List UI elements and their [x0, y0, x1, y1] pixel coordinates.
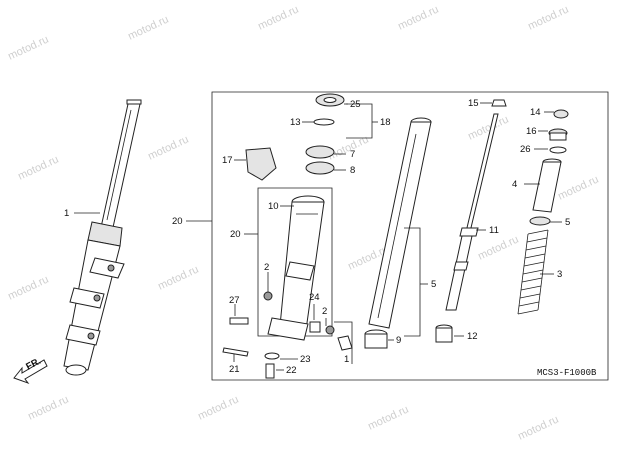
part-10-bushing — [364, 329, 388, 349]
part-9-bushing — [305, 161, 335, 175]
watermark: motod.ru — [26, 393, 70, 422]
watermark: motod.ru — [476, 233, 520, 262]
callout-12: 11 — [489, 225, 499, 236]
part-12-damper-rod — [445, 113, 499, 311]
callout-6: 5 — [565, 217, 570, 228]
watermark: motod.ru — [16, 153, 60, 182]
callout-24: 23 — [300, 354, 311, 365]
part-6-washer — [529, 216, 551, 226]
part-26-seal — [315, 93, 345, 107]
callout-3: 1 — [64, 208, 69, 219]
callout-25: 24 — [309, 292, 320, 303]
callout-9: 8 — [350, 165, 355, 176]
watermark: motod.ru — [126, 13, 170, 42]
part-14-ring — [313, 118, 335, 126]
callout-8: 7 — [350, 149, 355, 160]
part-16-nut — [491, 99, 507, 107]
part-25-collar — [309, 321, 321, 333]
watermark: motod.ru — [396, 3, 440, 32]
callout-26: 25 — [350, 99, 361, 110]
part-2-bolt — [263, 291, 273, 301]
callout-16: 15 — [468, 98, 479, 109]
part-2-bolt — [325, 325, 335, 335]
part-3-fork-assembly — [63, 99, 142, 376]
watermark: motod.ru — [6, 33, 50, 62]
callout-17: 16 — [526, 126, 537, 137]
part-18-cover — [245, 147, 277, 181]
part-22-bolt — [222, 347, 249, 357]
part-7-fork-tube — [368, 117, 432, 329]
callout-15: 14 — [530, 107, 541, 118]
callout-19: 18 — [380, 117, 391, 128]
part-1-pin — [337, 335, 353, 351]
watermark: motod.ru — [256, 3, 300, 32]
part-17-fork-bolt — [548, 128, 568, 141]
part-28-bolt — [229, 317, 249, 325]
part-15-cap — [553, 109, 569, 119]
callout-1: 1 — [344, 354, 349, 365]
watermark: motod.ru — [516, 413, 560, 442]
watermark: motod.ru — [526, 3, 570, 32]
callout-10: 9 — [396, 335, 401, 346]
callout-5: 4 — [512, 179, 517, 190]
watermark: motod.ru — [196, 393, 240, 422]
front-direction-arrow: FR. — [13, 356, 48, 385]
part-11-fork-slider — [267, 195, 325, 341]
watermark: motod.ru — [556, 173, 600, 202]
part-13-piece — [435, 324, 453, 343]
diagram-code: MCS3-F1000B — [537, 368, 597, 378]
callout-7: 5 — [431, 279, 436, 290]
part-27-o-ring — [549, 146, 567, 154]
callout-4: 3 — [557, 269, 562, 280]
callout-2b: 2 — [322, 306, 327, 317]
part-23-bolt — [265, 363, 275, 379]
watermark: motod.ru — [6, 273, 50, 302]
part-8-oil-seal — [305, 145, 335, 159]
callout-13: 12 — [467, 331, 478, 342]
bracket-19 — [346, 103, 373, 139]
callout-2a: 2 — [264, 262, 269, 273]
callout-11: 10 — [268, 201, 279, 212]
callout-18: 17 — [222, 155, 233, 166]
watermark: motod.ru — [156, 263, 200, 292]
part-24-washer — [264, 352, 280, 360]
sub-frame-21 — [257, 187, 333, 337]
part-4-fork-spring — [517, 229, 549, 315]
part-5-spacer — [532, 158, 562, 213]
callout-21: 20 — [230, 229, 241, 240]
callout-14: 13 — [290, 117, 301, 128]
assembly-frame — [211, 91, 609, 381]
callout-28: 27 — [229, 295, 240, 306]
watermark: motod.ru — [366, 403, 410, 432]
callout-22: 21 — [229, 364, 240, 375]
watermark: motod.ru — [146, 133, 190, 162]
callout-27: 26 — [520, 144, 531, 155]
callout-20: 20 — [172, 216, 183, 227]
callout-23: 22 — [286, 365, 297, 376]
